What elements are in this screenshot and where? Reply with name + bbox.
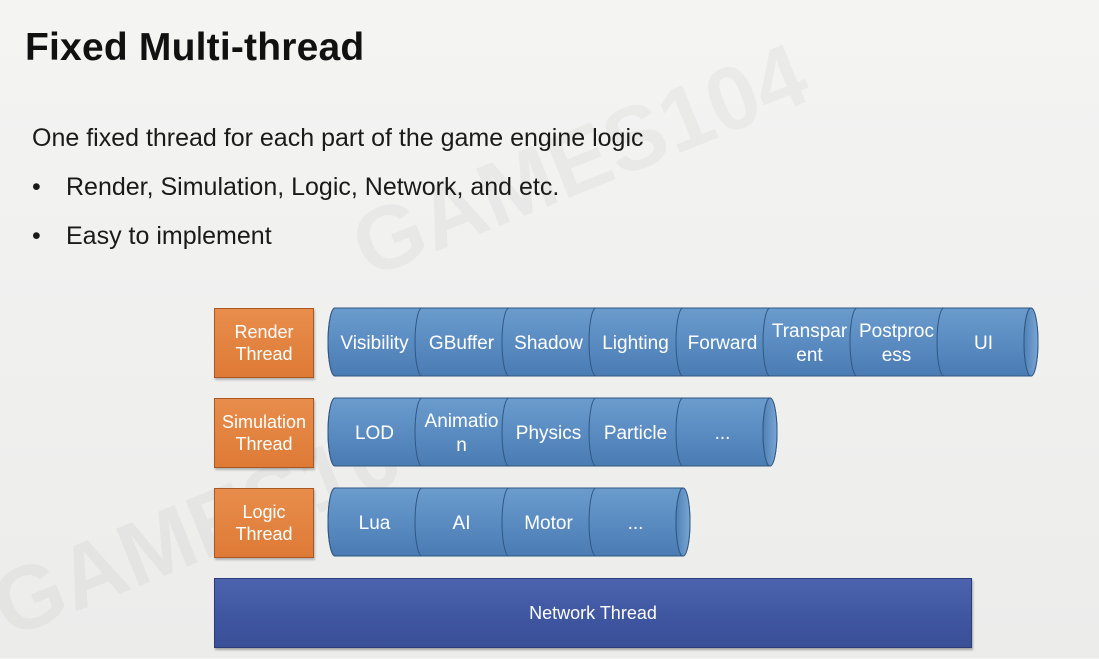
task-label: Motor — [524, 513, 573, 534]
segment-divider — [588, 397, 597, 467]
task-label: LOD — [355, 423, 394, 444]
logic-thread-label: Logic Thread — [214, 488, 314, 558]
pipe-end-cap — [675, 487, 691, 557]
simulation-thread-label: Simulation Thread — [214, 398, 314, 468]
task-label: ... — [628, 513, 644, 534]
bullet-text: Render, Simulation, Logic, Network, and … — [66, 173, 560, 201]
task-label: AI — [453, 513, 471, 534]
thread-row: Lua AI Motor... — [327, 487, 691, 557]
network-thread-bar: Network Thread — [214, 578, 972, 648]
render-thread-label: Render Thread — [214, 308, 314, 378]
intro-text: One fixed thread for each part of the ga… — [32, 124, 644, 152]
segment-divider — [327, 397, 336, 467]
segment-divider — [588, 487, 597, 557]
pipe-end-cap — [1023, 307, 1039, 377]
task-label: Physics — [516, 423, 581, 444]
task-label: ... — [715, 423, 731, 444]
segment-divider — [849, 307, 858, 377]
slide-title: Fixed Multi-thread — [25, 26, 365, 69]
segment-divider — [936, 307, 945, 377]
task-label: UI — [974, 333, 993, 354]
segment-divider — [414, 397, 423, 467]
segment-divider — [414, 307, 423, 377]
segment-divider — [675, 397, 684, 467]
task-label: Visibility — [340, 333, 409, 354]
segment-divider — [588, 307, 597, 377]
segment-divider — [327, 487, 336, 557]
segment-divider — [501, 487, 510, 557]
segment-divider — [501, 397, 510, 467]
task-label: Lua — [359, 513, 391, 534]
bullet-text: Easy to implement — [66, 222, 272, 250]
task-label: GBuffer — [429, 333, 495, 354]
task-label: Particle — [604, 423, 667, 444]
segment-divider — [675, 307, 684, 377]
pipe-end-cap — [762, 397, 778, 467]
task-label: Lighting — [602, 333, 669, 354]
thread-row: Visibility GBuffer Shadow Lighting Forward Tr… — [327, 307, 1039, 377]
segment-divider — [414, 487, 423, 557]
task-label: Shadow — [514, 333, 583, 354]
segment-divider — [501, 307, 510, 377]
segment-divider — [327, 307, 336, 377]
bullet-dot: • — [32, 173, 41, 201]
segment-divider — [762, 307, 771, 377]
bullet-dot: • — [32, 222, 41, 250]
task-label: Forward — [688, 333, 758, 354]
